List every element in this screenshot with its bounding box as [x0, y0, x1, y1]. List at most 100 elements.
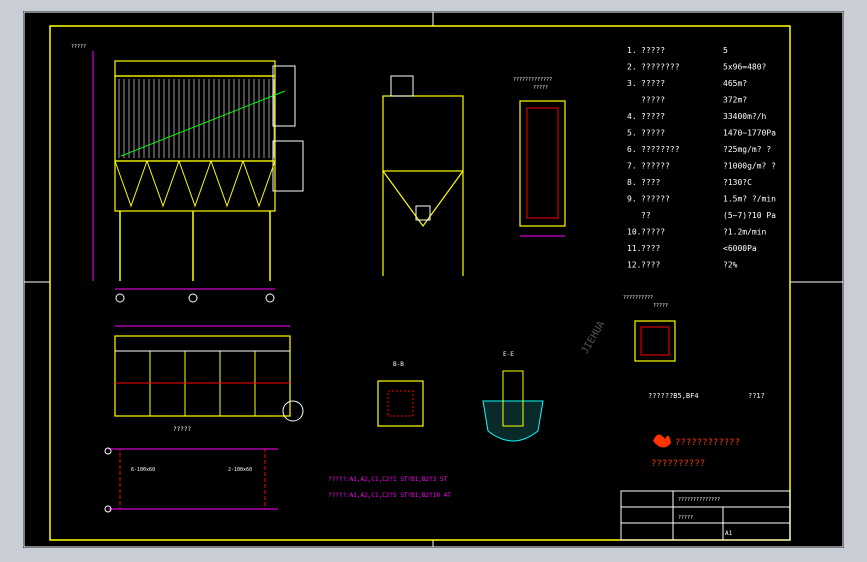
- param-name: ?????: [641, 112, 665, 121]
- parts-notes: ?????:A1,A2,C1,C2?1 ST?B1,B2?3 ST ?????:…: [328, 476, 451, 499]
- title-block-frame: [620, 490, 791, 541]
- param-num: 4.: [627, 112, 637, 121]
- company-sub: ??????????: [651, 459, 705, 469]
- hoppers: [114, 160, 276, 208]
- param-row: ?? (5~7)?10 Pa: [641, 211, 776, 220]
- param-row: 10.????? ?1.2m/min: [627, 228, 767, 237]
- plan-view: ?????: [114, 325, 304, 433]
- param-name: ????????: [641, 63, 680, 72]
- bag-lines: [118, 79, 275, 158]
- model-name: ??????B5,BF4: [648, 392, 699, 400]
- axis-marker-3: [265, 293, 275, 303]
- discharge-scale: ?????: [533, 85, 548, 91]
- param-num: 10.: [627, 228, 641, 237]
- section-views: B-B E-E JIEHUA: [377, 319, 608, 442]
- opening-inner: [640, 326, 670, 356]
- param-value: <6000Pa: [723, 244, 757, 253]
- section-ee-label: E-E: [503, 351, 514, 358]
- foundation-note-1: 6-100x60: [131, 467, 155, 473]
- parts-line-1: ?????:A1,A2,C1,C2?1 ST?B1,B2?3 ST: [328, 476, 448, 483]
- param-name: ?????: [641, 79, 665, 88]
- drawing-svg: ?????: [23, 11, 844, 548]
- hopper: [178, 160, 212, 208]
- model-block: ??????B5,BF4 ??1? ???????????? ?????????…: [648, 392, 765, 469]
- opening-title: ??????????: [623, 295, 653, 301]
- plan-fan: [282, 400, 304, 422]
- opening-scale: ?????: [653, 303, 668, 309]
- param-row: 12.?????2%: [627, 261, 738, 270]
- param-num: 11.: [627, 244, 641, 253]
- foundation-marker-b: [104, 505, 112, 513]
- hopper: [242, 160, 276, 208]
- param-num: 8.: [627, 178, 637, 187]
- plan-outline: [114, 335, 291, 417]
- section-ee-post: [502, 370, 524, 427]
- param-row: 3.????? 465m?: [627, 79, 747, 88]
- param-num: 12.: [627, 261, 641, 270]
- discharge-title: ?????????????: [513, 77, 552, 83]
- side-hopper: [382, 170, 464, 228]
- model-suffix: ??1?: [748, 392, 765, 400]
- param-name: ??????: [641, 162, 670, 171]
- axis-marker-2: [188, 293, 198, 303]
- drawing-sheet: ?????: [23, 11, 844, 548]
- foundation-outline: [119, 448, 266, 510]
- side-valve: [415, 205, 431, 221]
- param-num: 1.: [627, 46, 637, 55]
- param-value: ?1.2m/min: [723, 228, 767, 237]
- param-value: 33400m?/h: [723, 112, 767, 121]
- section-bb-label: B-B: [393, 361, 404, 368]
- param-name: ????: [641, 244, 660, 253]
- param-value: 465m?: [723, 79, 747, 88]
- param-row: 7.???????1000g/m? ?: [627, 162, 776, 171]
- param-num: 7.: [627, 162, 637, 171]
- param-name: ?????: [641, 228, 665, 237]
- inner-border: [49, 25, 791, 541]
- inlet-duct: [120, 90, 286, 157]
- section-bb-plate: [377, 380, 424, 427]
- title-block-company: ??????????????: [678, 497, 720, 503]
- param-name: ?????: [641, 46, 665, 55]
- outlet-duct: [272, 65, 296, 127]
- company-logo: [653, 434, 671, 448]
- param-value: ?130?C: [723, 178, 752, 187]
- param-name: ????????: [641, 145, 680, 154]
- param-name: ????: [641, 178, 660, 187]
- param-num: 2.: [627, 63, 637, 72]
- section-bb-hole: [387, 390, 414, 417]
- plan-view-title: ?????: [173, 426, 191, 433]
- watermark: JIEHUA: [580, 319, 608, 356]
- param-row: 2.???????? 5x96=480?: [627, 63, 767, 72]
- param-num: 5.: [627, 129, 637, 138]
- param-value: 5x96=480?: [723, 63, 767, 72]
- param-value: (5~7)?10 Pa: [723, 211, 776, 220]
- hopper: [146, 160, 180, 208]
- param-value: 1.5m? ?/min: [723, 195, 776, 204]
- param-row: 1.?????5: [627, 46, 728, 55]
- top-header: [114, 60, 276, 77]
- param-value: ?2%: [723, 261, 738, 270]
- hopper-box: [114, 160, 276, 212]
- param-name: ?????: [641, 96, 665, 105]
- title-block-drawing-no: ?????: [678, 515, 693, 521]
- foundation-view: 6-100x60 2-100x60: [104, 447, 278, 513]
- param-row: 4.????? 33400m?/h: [627, 112, 767, 121]
- param-row: 8.???? ?130?C: [627, 178, 752, 187]
- param-value: ?25mg/m? ?: [723, 145, 771, 154]
- fan-box: [272, 140, 304, 192]
- title-block: ?????????????? A1 ?????: [620, 490, 791, 541]
- param-row: 5.?????1470~1770Pa: [627, 129, 776, 138]
- discharge-inner: [526, 107, 559, 219]
- param-num: 3.: [627, 79, 637, 88]
- front-view: ?????: [71, 44, 304, 303]
- plan-grid: [115, 350, 290, 416]
- company-line: ????????????: [675, 438, 740, 448]
- param-name: ?????: [641, 129, 665, 138]
- param-row: 9.??????1.5m? ?/min: [627, 195, 776, 204]
- param-name: ??????: [641, 195, 670, 204]
- foundation-note-2: 2-100x60: [228, 467, 252, 473]
- front-view-note: ?????: [71, 44, 86, 50]
- param-name: ??: [641, 211, 651, 220]
- param-value: 372m?: [723, 96, 747, 105]
